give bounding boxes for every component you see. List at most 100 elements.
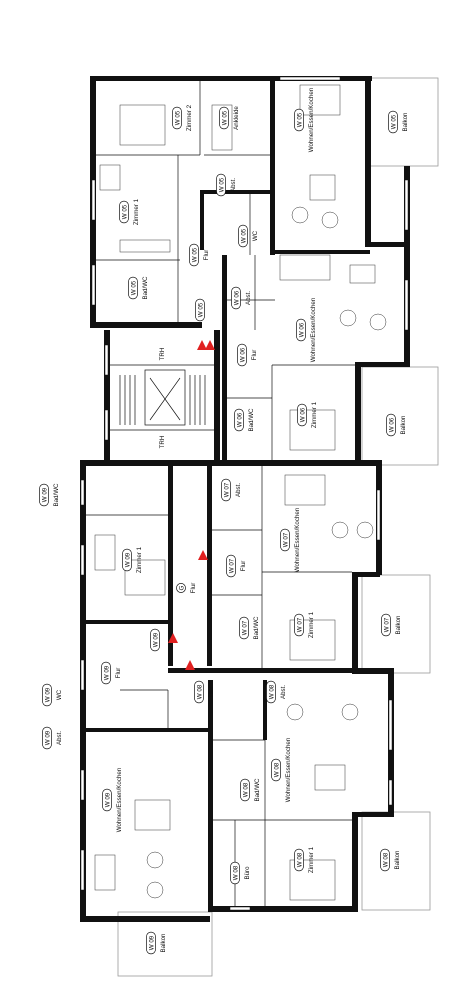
unit-badge: W 09 bbox=[101, 661, 111, 685]
room-name: Balkon bbox=[160, 933, 167, 952]
unit-number: W 08 bbox=[233, 865, 240, 880]
room-name: Büro bbox=[244, 866, 251, 880]
unit-badge: W 05 bbox=[294, 108, 304, 132]
unit-number: W 09 bbox=[104, 665, 111, 680]
entrance-arrows bbox=[168, 340, 215, 670]
room-label: W 09 Flur bbox=[101, 661, 122, 685]
unit-number: W 07 bbox=[224, 482, 231, 497]
entrance-arrow-icon bbox=[205, 340, 215, 350]
unit-badge: W 07 bbox=[294, 613, 304, 637]
room-label: W 08 Balkon bbox=[380, 848, 401, 872]
unit-badge: W 08 bbox=[230, 861, 240, 885]
unit-badge: W 06 bbox=[296, 318, 306, 342]
room-label: W 05 Abst. bbox=[216, 173, 237, 197]
room-label: W 09 Zimmer 1 bbox=[122, 546, 143, 573]
unit-number: W 05 bbox=[122, 204, 129, 219]
room-name: Flur bbox=[115, 668, 122, 679]
room-label: W 08 Büro bbox=[230, 861, 251, 885]
unit-badge: W 06 bbox=[234, 408, 244, 432]
unit-number: W 08 bbox=[269, 684, 276, 699]
unit-badge: W 06 bbox=[386, 413, 396, 437]
room-name: Wohnen/Essen/Kochen bbox=[285, 737, 292, 802]
unit-badge: W 05 bbox=[195, 298, 205, 322]
unit-number: W 09 bbox=[42, 487, 49, 502]
room-label: W 06 Abst. bbox=[231, 286, 252, 310]
unit-badge: W 08 bbox=[380, 848, 390, 872]
room-label: W 05 Wohnen/Essen/Kochen bbox=[294, 87, 315, 152]
room-label: W 09 Balkon bbox=[146, 931, 167, 955]
unit-badge: W 05 bbox=[172, 106, 182, 130]
unit-number: W 05 bbox=[241, 228, 248, 243]
room-label: TRH bbox=[159, 348, 166, 361]
room-label: W 08 Bad/WC bbox=[240, 778, 261, 802]
unit-number: W 05 bbox=[219, 177, 226, 192]
room-name: Abst. bbox=[56, 731, 63, 745]
unit-number: W 08 bbox=[297, 852, 304, 867]
unit-badge: W 05 bbox=[219, 106, 229, 130]
room-name: Bad/WC bbox=[53, 483, 60, 507]
unit-number: W 07 bbox=[229, 558, 236, 573]
unit-number: W 06 bbox=[234, 290, 241, 305]
unit-badge: W 09 bbox=[42, 683, 52, 707]
room-name: Abst. bbox=[230, 178, 237, 192]
staircase bbox=[119, 369, 206, 426]
entrance-arrow-icon bbox=[198, 550, 208, 560]
unit-badge: W 06 bbox=[237, 343, 247, 367]
unit-badge: G bbox=[176, 583, 186, 593]
room-name: TRH bbox=[159, 348, 166, 361]
room-name: Balkon bbox=[394, 850, 401, 869]
unit-number: W 09 bbox=[149, 935, 156, 950]
unit-badge: W 07 bbox=[226, 554, 236, 578]
room-name: Wohnen/Essen/Kochen bbox=[308, 87, 315, 152]
room-label: W 07 Flur bbox=[226, 554, 247, 578]
unit-number: W 07 bbox=[283, 532, 290, 547]
room-name: Zimmer 1 bbox=[136, 546, 143, 573]
windows bbox=[80, 76, 409, 911]
unit-badge: W 07 bbox=[381, 613, 391, 637]
room-name: Abst. bbox=[245, 291, 252, 305]
room-name: Wohnen/Essen/Kochen bbox=[310, 297, 317, 362]
unit-number: W 09 bbox=[153, 632, 160, 647]
unit-badge: W 05 bbox=[189, 243, 199, 267]
room-label: TRH bbox=[159, 436, 166, 449]
room-name: Balkon bbox=[400, 415, 407, 434]
unit-badge: W 07 bbox=[239, 616, 249, 640]
balconies bbox=[117, 77, 439, 977]
unit-badge: W 05 bbox=[238, 224, 248, 248]
unit-badge: W 06 bbox=[297, 403, 307, 427]
room-name: Zimmer 1 bbox=[308, 611, 315, 638]
room-label: W 05 bbox=[195, 298, 205, 322]
room-label: W 06 Wohnen/Essen/Kochen bbox=[296, 297, 317, 362]
room-name: Flur bbox=[240, 561, 247, 572]
unit-badge: W 09 bbox=[150, 628, 160, 652]
furniture bbox=[94, 84, 387, 901]
room-name: Bad/WC bbox=[254, 778, 261, 802]
unit-badge: W 08 bbox=[240, 778, 250, 802]
unit-badge: W 05 bbox=[119, 200, 129, 224]
unit-number: W 07 bbox=[297, 617, 304, 632]
unit-number: W 05 bbox=[391, 114, 398, 129]
unit-badge: W 09 bbox=[39, 483, 49, 507]
room-label: W 07 Zimmer 1 bbox=[294, 611, 315, 638]
unit-number: W 09 bbox=[125, 552, 132, 567]
room-name: Flur bbox=[190, 583, 197, 594]
unit-number: W 06 bbox=[299, 322, 306, 337]
room-name: Bad/WC bbox=[248, 408, 255, 432]
room-name: Wohnen/Essen/Kochen bbox=[294, 507, 301, 572]
room-label: W 09 bbox=[150, 628, 160, 652]
